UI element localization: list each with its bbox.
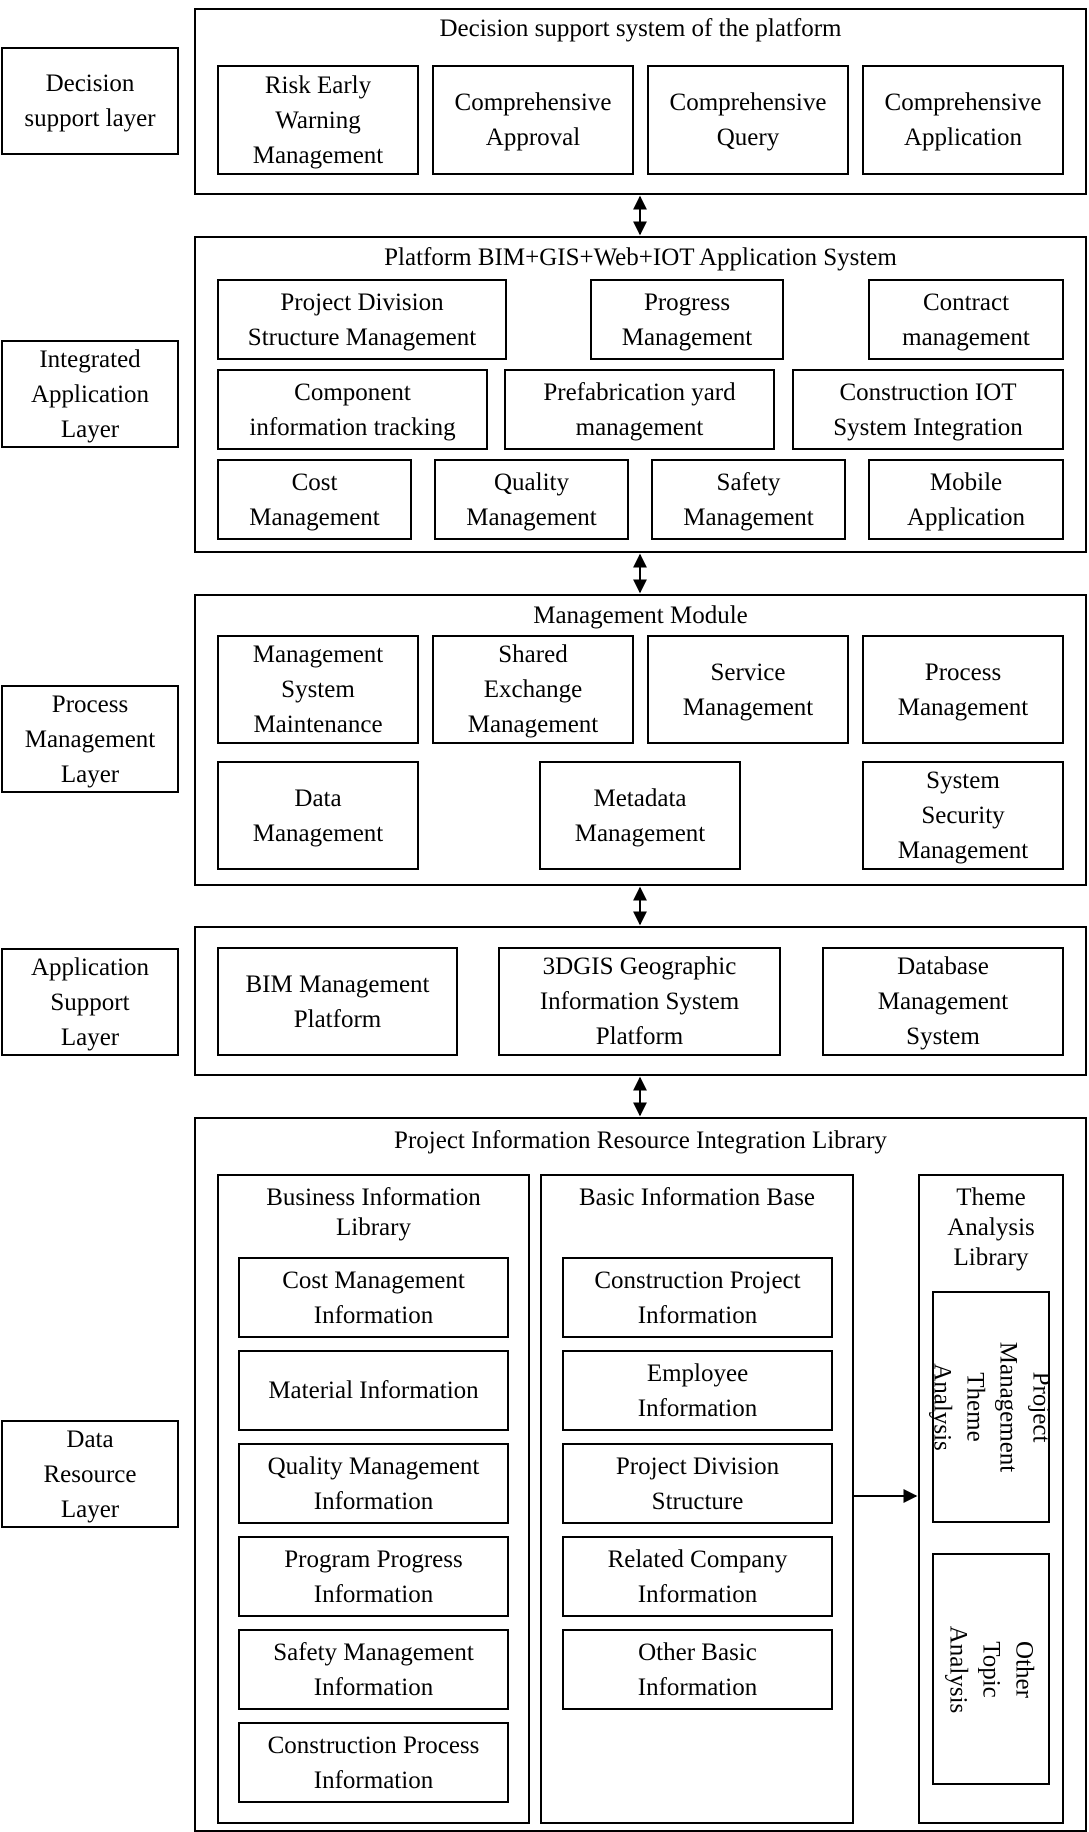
prefabrication-yard-box: Prefabrication yard management [504,369,775,450]
comprehensive-approval-box: Comprehensive Approval [432,65,634,175]
layer-label-process-management: Process Management Layer [1,685,179,793]
basic-base-title: Basic Information Base [578,1184,816,1211]
business-item: Cost Management Information [238,1257,509,1338]
decision-support-title: Decision support system of the platform [439,15,842,42]
project-division-structure-box: Project Division Structure Management [217,279,507,360]
layer-label-data-resource: Data Resource Layer [1,1420,179,1528]
metadata-management-box: Metadata Management [539,761,741,870]
business-item: Construction Process Information [238,1722,509,1803]
basic-item: Other Basic Information [562,1629,833,1710]
construction-iot-box: Construction IOT System Integration [792,369,1064,450]
mobile-application-box: Mobile Application [868,459,1064,540]
management-module-title: Management Module [533,602,748,629]
3dgis-platform-box: 3DGIS Geographic Information System Plat… [498,947,781,1056]
business-library-title: Business Information Library [266,1184,481,1241]
progress-management-box: Progress Management [590,279,784,360]
basic-item: Employee Information [562,1350,833,1431]
database-management-system-box: Database Management System [822,947,1064,1056]
bim-management-platform-box: BIM Management Platform [217,947,458,1056]
cost-management-box: Cost Management [217,459,412,540]
system-security-management-box: System Security Management [862,761,1064,870]
management-system-maintenance-box: Management System Maintenance [217,635,419,744]
layer-label-integrated-application: Integrated Application Layer [1,340,179,448]
theme-library-title: Theme Analysis Library [947,1184,1035,1271]
layer-label-decision-support: Decision support layer [1,47,179,155]
integrated-application-title: Platform BIM+GIS+Web+IOT Application Sys… [384,244,897,271]
comprehensive-application-box: Comprehensive Application [862,65,1064,175]
basic-item: Construction Project Information [562,1257,833,1338]
basic-item: Project Division Structure [562,1443,833,1524]
shared-exchange-management-box: Shared Exchange Management [432,635,634,744]
business-item: Quality Management Information [238,1443,509,1524]
business-item: Material Information [238,1350,509,1431]
quality-management-box: Quality Management [434,459,629,540]
project-management-theme-analysis-box: Project Management Theme Analysis [928,1291,1054,1523]
risk-early-warning-box: Risk Early Warning Management [217,65,419,175]
component-tracking-box: Component information tracking [217,369,488,450]
other-topic-analysis-box: Other Topic Analysis [932,1553,1050,1785]
comprehensive-query-box: Comprehensive Query [647,65,849,175]
service-management-box: Service Management [647,635,849,744]
business-item: Safety Management Information [238,1629,509,1710]
business-item: Program Progress Information [238,1536,509,1617]
resource-library-title: Project Information Resource Integration… [394,1127,887,1154]
basic-item: Related Company Information [562,1536,833,1617]
process-management-box: Process Management [862,635,1064,744]
safety-management-box: Safety Management [651,459,846,540]
layer-label-application-support: Application Support Layer [1,948,179,1056]
contract-management-box: Contract management [868,279,1064,360]
data-management-box: Data Management [217,761,419,870]
